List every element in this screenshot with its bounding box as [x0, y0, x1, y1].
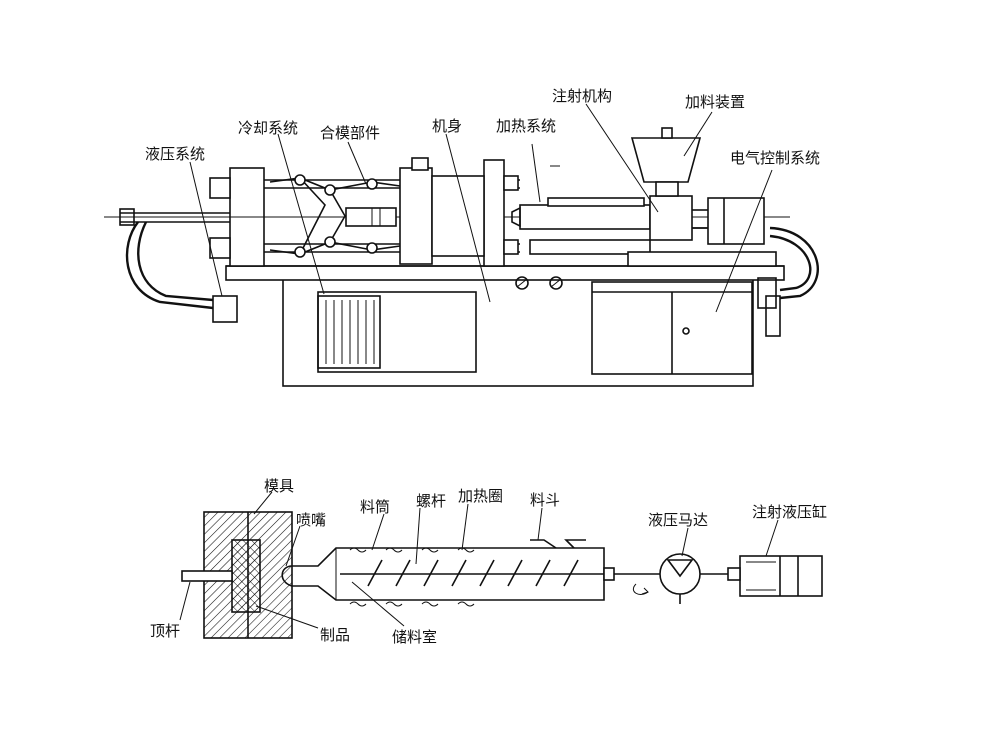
hopper-opening: [530, 539, 557, 549]
screw-flights: [367, 559, 579, 587]
label-mold: 模具: [264, 477, 294, 495]
injection-carriage: [529, 239, 651, 255]
hydraulic-box: [212, 295, 238, 323]
gauge-left: [515, 276, 529, 290]
injection-head: [649, 195, 693, 241]
label-screw: 螺杆: [416, 492, 446, 510]
injection-cylinder-top: [707, 197, 765, 245]
bottom-leaders: [179, 491, 779, 629]
body-panel: [317, 291, 477, 373]
label-hydraulic-system: 液压系统: [145, 145, 205, 163]
label-storage-chamber: 储料室: [392, 628, 437, 646]
hopper: [630, 137, 702, 183]
label-electrical-control: 电气控制系统: [730, 149, 820, 167]
barrel: [519, 204, 651, 230]
fixed-platen: [483, 159, 505, 267]
injection-machine-drawing: [104, 127, 819, 387]
grille-bars: [325, 300, 375, 364]
top-leaders: [189, 103, 773, 313]
label-feeding-device: 加料装置: [685, 93, 745, 111]
product-cavity: [231, 539, 261, 613]
label-barrel: 料筒: [360, 498, 390, 516]
gauge-right: [549, 276, 563, 290]
label-heating-system: 加热系统: [496, 117, 556, 135]
label-nozzle: 喷嘴: [296, 511, 326, 529]
label-ejector-pin: 顶杆: [150, 622, 180, 640]
ejector-rod: [345, 207, 397, 227]
hose-right: [769, 226, 819, 300]
label-injection-mechanism: 注射机构: [552, 87, 612, 105]
injection-schematic: [181, 511, 823, 639]
label-heater-band: 加热圈: [458, 487, 503, 505]
label-injection-cylinder: 注射液压缸: [752, 503, 827, 521]
label-machine-body: 机身: [432, 117, 462, 135]
label-product: 制品: [320, 626, 350, 644]
machine-base: [282, 271, 754, 387]
ejector-pin: [181, 570, 233, 582]
heater-coils: [349, 547, 475, 607]
label-hopper: 料斗: [530, 491, 560, 509]
heater-band-top: [547, 197, 645, 207]
bed-plate: [225, 265, 785, 281]
label-cooling-system: 冷却系统: [238, 119, 298, 137]
hose-left: [125, 221, 214, 310]
nozzle: [281, 547, 605, 601]
moving-platen: [399, 167, 433, 265]
cooling-grille: [317, 295, 381, 369]
label-clamping-unit: 合模部件: [320, 124, 380, 142]
label-hydraulic-motor: 液压马达: [648, 511, 708, 529]
